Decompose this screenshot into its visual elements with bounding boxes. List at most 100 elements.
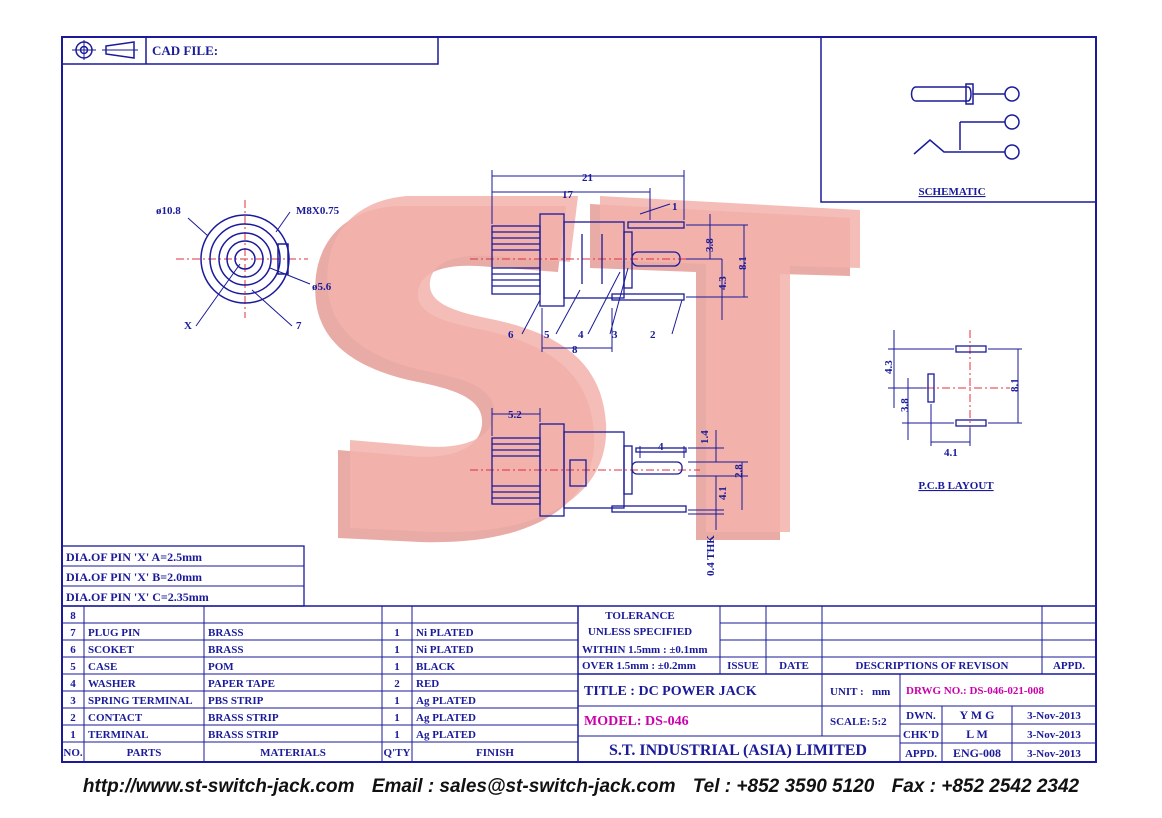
pin-diameter-table: DIA.OF PIN 'X' A=2.5mm DIA.OF PIN 'X' B=… [61, 545, 305, 607]
front-x-label: X [184, 320, 192, 332]
front-dia-10-8: ø10.8 [156, 205, 181, 217]
side-callout-1: 1 [672, 201, 678, 213]
bom-part-row-7: CONTACT [88, 712, 143, 724]
dwn-value: Y M G [960, 708, 995, 722]
pcb-label: P.C.B LAYOUT [918, 480, 994, 492]
side-dim-8: 8 [572, 344, 578, 356]
bom-material-row-8: BRASS STRIP [208, 729, 279, 741]
pcb-layout: 4.3 3.8 8.1 4.1 P.C.B LAYOUT [883, 330, 1022, 492]
contact-footer: http://www.st-switch-jack.com Email : sa… [0, 776, 1162, 798]
bom-header-finish: FINISH [476, 747, 514, 759]
pcb-dim-8-1: 8.1 [1009, 378, 1021, 392]
side-view: 21 17 3.8 8.1 4.3 8 1 2 3 4 5 6 [470, 170, 749, 356]
bom-no-row-7: 2 [70, 712, 76, 724]
sheet-border [61, 36, 1097, 763]
bom-finish-row-6: Ag PLATED [416, 695, 476, 707]
bom-finish-row-2: Ni PLATED [416, 627, 474, 639]
bom-qty-row-8: 1 [394, 729, 400, 741]
title-block: TITLE : DC POWER JACK UNIT : mm DRWG NO.… [578, 674, 1096, 762]
side-callout-5: 5 [544, 329, 550, 341]
bom-finish-row-7: Ag PLATED [416, 712, 476, 724]
side-dim-17: 17 [562, 189, 574, 201]
bom-material-row-5: PAPER TAPE [208, 678, 275, 690]
pcb-dim-4-3: 4.3 [883, 360, 895, 374]
bottom-dim-4: 4 [658, 441, 664, 453]
side-callout-4: 4 [578, 329, 584, 341]
telephone-text: Tel : +852 3590 5120 [692, 776, 875, 797]
side-callout-6: 6 [508, 329, 514, 341]
bom-material-row-7: BRASS STRIP [208, 712, 279, 724]
pcb-dim-3-8: 3.8 [899, 398, 911, 412]
scale-label: SCALE: [830, 716, 870, 728]
chk-label: CHK'D [903, 729, 939, 741]
model-number: MODEL: DS-046 [584, 714, 689, 729]
bom-material-row-3: BRASS [208, 644, 243, 656]
revision-descriptions: DESCRIPTIONS OF REVISON [855, 660, 1008, 672]
front-view: ø10.8 M8X0.75 ø5.6 X 7 [156, 200, 340, 332]
bom-no-row-1: 8 [70, 610, 76, 622]
bom-header-no: NO. [63, 747, 83, 759]
side-dim-4-3: 4.3 [717, 276, 729, 290]
pin-dia-a: DIA.OF PIN 'X' A=2.5mm [66, 550, 202, 564]
unit-label: UNIT : [830, 686, 864, 698]
bottom-dim-1-4: 1.4 [699, 430, 711, 444]
side-callout-3: 3 [612, 329, 618, 341]
tolerance-unless: UNLESS SPECIFIED [588, 626, 692, 638]
drawing-number: DRWG NO.: DS-046-021-008 [906, 685, 1045, 697]
bom-finish-row-8: Ag PLATED [416, 729, 476, 741]
side-callout-2: 2 [650, 329, 656, 341]
bottom-dim-4-1: 4.1 [717, 486, 729, 500]
bottom-dim-5-2: 5.2 [508, 409, 522, 421]
pin-dia-c: DIA.OF PIN 'X' C=2.35mm [66, 590, 209, 604]
bom-material-row-4: POM [208, 661, 234, 673]
bom-part-row-5: WASHER [88, 678, 137, 690]
revision-date: DATE [779, 660, 809, 672]
tolerance-title: TOLERANCE [605, 610, 674, 622]
pcb-dim-4-1: 4.1 [944, 447, 958, 459]
bom-header-parts: PARTS [127, 747, 162, 759]
website-link[interactable]: http://www.st-switch-jack.com [82, 776, 355, 797]
projection-symbol-icon [72, 40, 138, 60]
dwn-label: DWN. [906, 710, 936, 722]
unit-value: mm [872, 686, 890, 698]
tolerance-over: OVER 1.5mm : ±0.2mm [582, 660, 696, 672]
bom-header-qty: Q'TY [384, 747, 411, 759]
bom-qty-row-7: 1 [394, 712, 400, 724]
bom-no-row-4: 5 [70, 661, 76, 673]
bottom-dim-2-8: 2.8 [733, 464, 745, 478]
chk-date: 3-Nov-2013 [1027, 729, 1081, 741]
bom-no-row-2: 7 [70, 627, 76, 639]
front-m8-thread: M8X0.75 [296, 205, 340, 217]
st-watermark [315, 196, 860, 543]
bom-material-row-6: PBS STRIP [208, 695, 264, 707]
bom-no-row-5: 4 [70, 678, 76, 690]
tolerance-block: TOLERANCE UNLESS SPECIFIED WITHIN 1.5mm … [578, 606, 1096, 675]
bom-part-row-6: SPRING TERMINAL [88, 695, 193, 707]
title-text: TITLE : DC POWER JACK [584, 684, 757, 699]
schematic-box: SCHEMATIC [820, 36, 1097, 203]
schematic-label: SCHEMATIC [918, 186, 985, 198]
bom-no-row-6: 3 [70, 695, 76, 707]
fax-text: Fax : +852 2542 2342 [891, 776, 1080, 797]
bom-finish-row-4: BLACK [416, 661, 456, 673]
company-name: S.T. INDUSTRIAL (ASIA) LIMITED [609, 742, 867, 759]
bom-part-row-2: PLUG PIN [88, 627, 140, 639]
chk-value: L M [966, 727, 988, 741]
revision-issue: ISSUE [727, 660, 759, 672]
bottom-dim-thk: 0.4 THK [705, 535, 717, 576]
bom-part-row-8: TERMINAL [88, 729, 149, 741]
appd-date: 3-Nov-2013 [1027, 748, 1081, 760]
pin-dia-b: DIA.OF PIN 'X' B=2.0mm [66, 570, 202, 584]
appd-value: ENG-008 [953, 746, 1001, 760]
email-link[interactable]: Email : sales@st-switch-jack.com [371, 776, 676, 797]
appd-label: APPD. [905, 748, 937, 760]
side-dim-3-8: 3.8 [704, 238, 716, 252]
bom-no-row-8: 1 [70, 729, 76, 741]
bom-material-row-2: BRASS [208, 627, 243, 639]
bom-part-row-4: CASE [88, 661, 117, 673]
bom-qty-row-6: 1 [394, 695, 400, 707]
front-callout-7: 7 [296, 320, 302, 332]
bom-part-row-3: SCOKET [88, 644, 135, 656]
side-dim-8-1: 8.1 [737, 256, 749, 270]
